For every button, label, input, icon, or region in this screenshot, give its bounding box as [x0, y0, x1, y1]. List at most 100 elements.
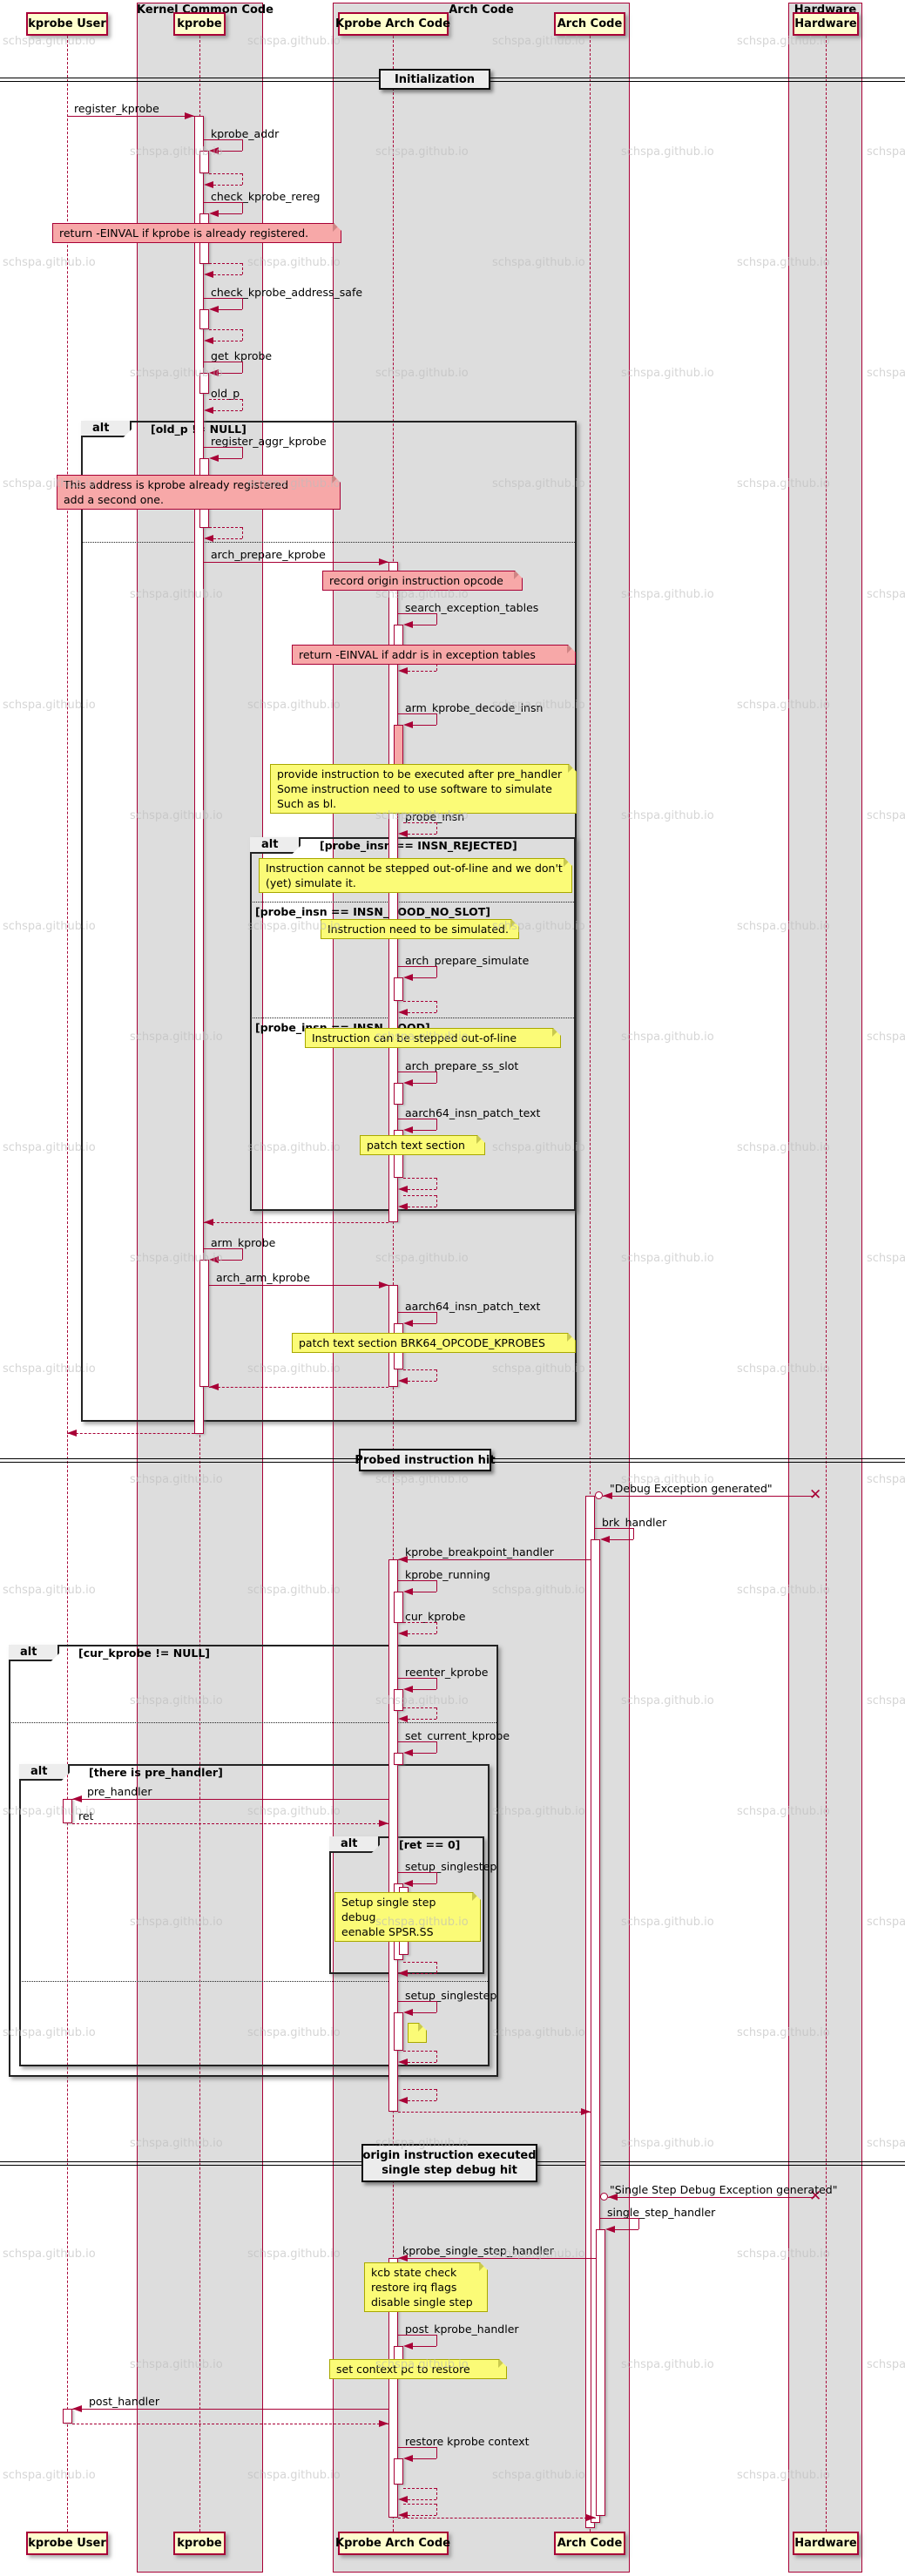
message-line [213, 538, 242, 539]
watermark: schspa.github.io [867, 1031, 905, 1044]
note-line: Instruction can be stepped out-of-line [312, 1031, 517, 1045]
message-line [67, 116, 194, 117]
note-fold-icon [479, 2263, 487, 2271]
note-line: (yet) simulate it. [266, 876, 356, 889]
message-label: brk_handler [602, 1516, 667, 1529]
message-line [615, 2229, 638, 2230]
participant-hardware-top: Hardware [793, 12, 859, 36]
note-fold-icon [333, 224, 341, 232]
message-line [436, 966, 437, 977]
message-line [413, 1883, 436, 1884]
message-line [209, 399, 242, 400]
message-line [408, 1189, 436, 1190]
note: return -EINVAL if kprobe is already regi… [52, 223, 341, 243]
message-line [408, 1381, 436, 1382]
arrowhead-left-icon [204, 407, 213, 414]
watermark: schspa.github.io [867, 809, 905, 822]
message-line [398, 713, 436, 714]
arrowhead-left-icon [72, 2405, 82, 2412]
arrowhead-right-icon [379, 558, 388, 565]
watermark: schspa.github.io [3, 2248, 96, 2261]
message-line [413, 1130, 436, 1131]
arrowhead-left-icon [398, 1630, 408, 1637]
message-line [204, 447, 242, 448]
participant-kprobe-user-bottom: kprobe User [26, 2532, 108, 2555]
note-line: Some instruction need to use software to… [277, 782, 552, 795]
alt-frame-4 [19, 1764, 490, 2066]
arrowhead-left-icon [204, 1219, 213, 1226]
activation-bar [394, 1753, 403, 1765]
participant-kprobe-user-top: kprobe User [26, 12, 108, 36]
message-line [204, 202, 242, 203]
activation-bar [596, 2229, 605, 2516]
message-line [204, 298, 242, 299]
arrowhead-right-icon [185, 112, 194, 119]
activation-bar [388, 1559, 398, 2112]
watermark: schspa.github.io [3, 256, 96, 269]
message-line [413, 1083, 436, 1084]
message-line [204, 139, 242, 140]
message-line [436, 1195, 437, 1207]
watermark: schspa.github.io [867, 145, 905, 159]
lifeline-kprobe-arch-code [393, 36, 394, 2532]
note-fold-icon [418, 2024, 426, 2032]
note-fold-icon [476, 1136, 484, 1144]
alt-operator-label: alt [9, 1645, 59, 1661]
arrowhead-left-icon [403, 974, 413, 981]
arrowhead-left-icon [398, 2496, 408, 2503]
note: patch text section BRK64_OPCODE_KPROBES [292, 1333, 576, 1353]
section-divider-text: Initialization [394, 72, 476, 86]
note-line: patch text section [367, 1139, 465, 1152]
participant-arch-code-bottom: Arch Code [554, 2532, 625, 2555]
message-label: register_kprobe [74, 102, 159, 115]
message-label: restore kprobe context [405, 2435, 530, 2448]
note-fold-icon [472, 1893, 480, 1901]
message-label: check_kprobe_address_safe [211, 286, 363, 299]
message-label: pre_handler [87, 1785, 152, 1798]
arrowhead-left-icon [398, 2255, 408, 2262]
participant-kprobe-top: kprobe [173, 12, 226, 36]
message-line [413, 1689, 436, 1690]
frame-title-arch-code: Arch Code [449, 3, 514, 17]
note-fold-icon [510, 920, 518, 928]
alt-else-divider [9, 1722, 498, 1723]
alt-else-condition: [probe_insn == INSN_GOOD_NO_SLOT] [255, 905, 490, 918]
message-label: reenter_kprobe [405, 1666, 489, 1679]
message-line [408, 671, 436, 672]
alt-operator-label: alt [329, 1836, 380, 1853]
message-line [436, 1707, 437, 1719]
participant-kprobe-arch-code-bottom: Kprobe Arch Code [335, 2532, 450, 2555]
message-line [436, 1580, 437, 1592]
message-label: aarch64_insn_patch_text [405, 1106, 541, 1119]
message-line [209, 329, 242, 330]
note-line: provide instruction to be executed after… [277, 767, 563, 781]
watermark: schspa.github.io [621, 367, 714, 380]
message-label: set_current_kprobe [405, 1729, 510, 1742]
message-line [436, 2089, 437, 2100]
activation-bar [199, 309, 209, 329]
section-divider-text: single step debug hit [382, 2164, 517, 2177]
message-line [242, 139, 243, 151]
message-label: kprobe_single_step_handler [402, 2244, 554, 2257]
note-line: Instruction cannot be stepped out-of-lin… [266, 862, 563, 875]
note: return -EINVAL if addr is in exception t… [292, 645, 576, 665]
note-fold-icon [514, 571, 522, 579]
note-line: kcb state check [371, 2266, 457, 2279]
watermark: schspa.github.io [621, 588, 714, 601]
message-label: arch_prepare_ss_slot [405, 1059, 519, 1072]
message-line [403, 1195, 436, 1196]
arrowhead-left-icon [403, 721, 413, 728]
note: Instruction can be stepped out-of-line [305, 1028, 561, 1048]
message-label: post_handler [89, 2395, 159, 2408]
message-line [436, 1872, 437, 1883]
alt-else-divider [19, 1981, 490, 1982]
activation-bar [63, 1799, 72, 1823]
message-label: "Debug Exception generated" [610, 1482, 773, 1495]
frame-hardware [788, 3, 862, 2573]
note-fold-icon [564, 859, 571, 867]
message-label: post_kprobe_handler [405, 2322, 519, 2336]
note-line: disable single step [371, 2295, 473, 2309]
note-line: return -EINVAL if kprobe is already regi… [59, 226, 309, 240]
message-line [413, 2458, 436, 2459]
